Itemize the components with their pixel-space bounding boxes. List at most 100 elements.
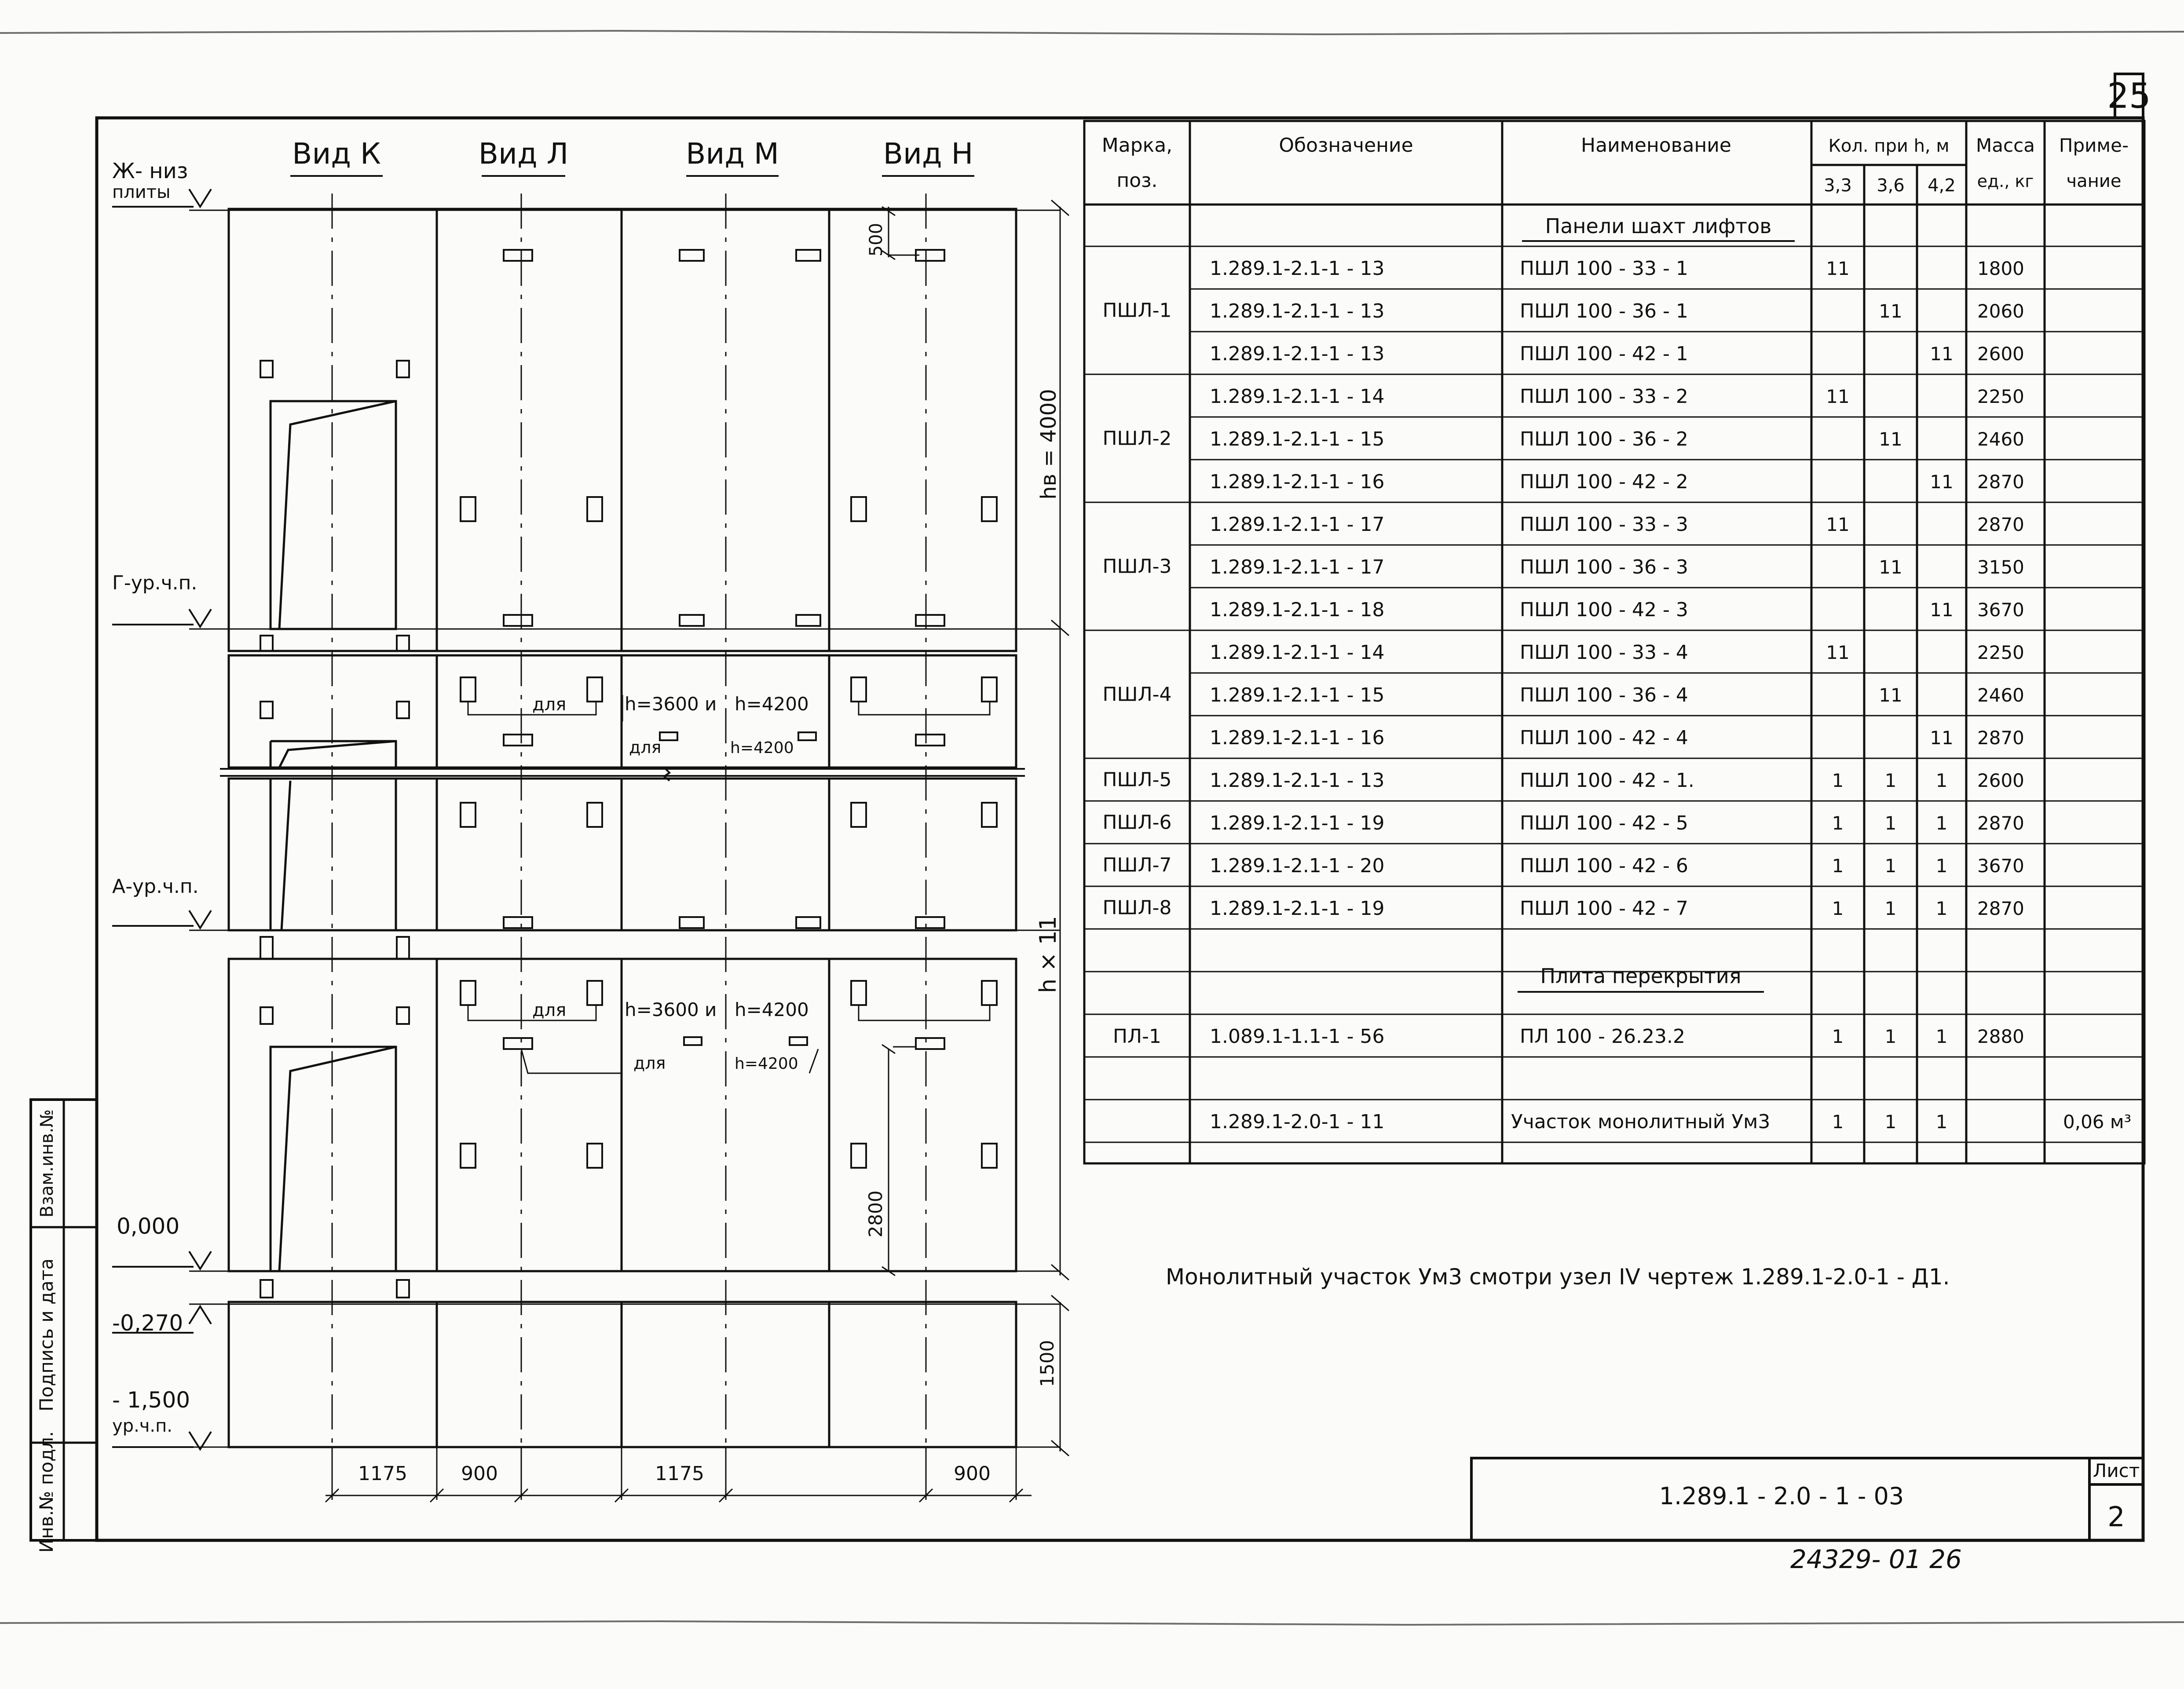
cell-name: ПШЛ 100 - 33 - 3 — [1520, 513, 1688, 536]
remark-text: Монолитный участок Ум3 смотри узел IV че… — [1166, 1264, 1950, 1290]
cell-name: ПШЛ 100 - 33 - 4 — [1520, 641, 1688, 664]
cell-mass: 2870 — [1977, 727, 2024, 749]
note-h2-2: h=4200 — [735, 999, 809, 1020]
dim-hx: h × 11 — [1035, 916, 1061, 993]
cell-designation: 1.289.1-2.1-1 - 15 — [1210, 684, 1385, 706]
cell-name: ПШЛ 100 - 42 - 1 — [1520, 343, 1688, 365]
cell-name: ПШЛ 100 - 36 - 4 — [1520, 684, 1688, 706]
cell-mass: 3150 — [1977, 556, 2024, 578]
level-slab-bottom-2: плиты — [112, 182, 171, 202]
cell-qty-42: 1 — [1936, 770, 1948, 791]
cell-name: ПШЛ 100 - 42 - 1. — [1520, 769, 1694, 792]
view-m-title: Вид М — [686, 137, 779, 171]
cell-qty-33: 1 — [1832, 812, 1844, 834]
cell-designation: 1.289.1-2.1-1 - 15 — [1210, 428, 1385, 450]
cell-mark: ПШЛ-3 — [1102, 556, 1171, 578]
cell-qty-36: 1 — [1885, 1111, 1897, 1133]
note-for-1: для — [532, 695, 566, 715]
cell-mass: 2600 — [1977, 343, 2024, 365]
cell-mark: ПЛ-1 — [1113, 1025, 1161, 1048]
cell-designation: 1.289.1-2.1-1 - 14 — [1210, 641, 1385, 664]
cell-qty-33: 11 — [1826, 514, 1849, 535]
cell-mass: 2060 — [1977, 300, 2024, 322]
cell-qty-33: 1 — [1832, 1111, 1844, 1133]
cell-qty-33: 1 — [1832, 898, 1844, 919]
cell-mark: ПШЛ-1 — [1102, 300, 1171, 322]
cell-mark: ПШЛ-5 — [1102, 769, 1171, 791]
cell-designation: 1.289.1-2.1-1 - 19 — [1210, 897, 1385, 920]
hdr-mass2: ед., кг — [1977, 172, 2034, 191]
dim-hb: hв = 4000 — [1036, 389, 1061, 500]
cell-mass: 2870 — [1977, 812, 2024, 834]
cell-qty-42: 1 — [1936, 812, 1948, 834]
cell-designation: 1.289.1-2.1-1 - 16 — [1210, 727, 1385, 749]
cell-name: ПШЛ 100 - 36 - 3 — [1520, 556, 1688, 578]
stamp-sheet-no: 2 — [2107, 1501, 2125, 1533]
note-for-4: для — [633, 1053, 666, 1073]
cell-qty-36: 1 — [1885, 898, 1897, 919]
cell-qty-36: 11 — [1879, 300, 1902, 322]
stamp-code: 1.289.1 - 2.0 - 1 - 03 — [1659, 1482, 1904, 1510]
cell-name: ПШЛ 100 - 36 - 1 — [1520, 300, 1688, 322]
hdr-q42: 4,2 — [1928, 175, 1956, 196]
level-minus1500-sub: ур.ч.п. — [112, 1416, 172, 1436]
cell-designation: 1.289.1-2.1-1 - 18 — [1210, 599, 1385, 621]
cell-qty-42: 11 — [1930, 727, 1953, 749]
cell-designation: 1.289.1-2.1-1 - 13 — [1210, 300, 1385, 322]
cell-designation: 1.289.1-2.1-1 - 17 — [1210, 513, 1385, 536]
cell-mass: 3670 — [1977, 599, 2024, 621]
hdr-qty: Кол. при h, м — [1828, 136, 1949, 156]
cell-name: Участок монолитный Ум3 — [1511, 1111, 1770, 1133]
cell-qty-42: 11 — [1930, 343, 1953, 365]
dim-2800: 2800 — [865, 1191, 886, 1238]
cell-mark: ПШЛ-6 — [1102, 812, 1171, 834]
cell-name: ПШЛ 100 - 42 - 3 — [1520, 599, 1688, 621]
cell-designation: 1.289.1-2.1-1 - 13 — [1210, 343, 1385, 365]
cell-qty-33: 1 — [1832, 770, 1844, 791]
cell-designation: 1.289.1-2.0-1 - 11 — [1210, 1111, 1385, 1133]
section-shaft-panels: Панели шахт лифтов — [1545, 214, 1772, 238]
cell-name: ПШЛ 100 - 42 - 4 — [1520, 727, 1688, 749]
cell-name: ПШЛ 100 - 33 - 2 — [1520, 385, 1688, 408]
cell-designation: 1.289.1-2.1-1 - 13 — [1210, 257, 1385, 280]
sheet-number: 25 — [2107, 77, 2151, 116]
level-slab-bottom: Ж- низ — [112, 159, 188, 183]
cell-qty-42: 1 — [1936, 1026, 1948, 1047]
view-l-title: Вид Л — [479, 137, 568, 171]
cell-name: ПШЛ 100 - 42 - 7 — [1520, 897, 1688, 920]
cell-qty-42: 11 — [1930, 599, 1953, 621]
cell-qty-42: 1 — [1936, 898, 1948, 919]
cell-name: ПШЛ 100 - 42 - 2 — [1520, 471, 1688, 493]
dim-1175-a: 1175 — [358, 1462, 407, 1485]
cell-designation: 1.289.1-2.1-1 - 16 — [1210, 471, 1385, 493]
cell-mass: 2250 — [1977, 642, 2024, 663]
note-h2b-1: h=4200 — [730, 739, 794, 757]
cell-qty-42: 1 — [1936, 1111, 1948, 1133]
cell-mass: 2460 — [1977, 428, 2024, 450]
stamp-sheet-label: Лист — [2093, 1460, 2140, 1481]
note-for-3: для — [532, 1000, 566, 1020]
cell-mass: 2870 — [1977, 514, 2024, 535]
side-stamp-inv: Инв.№ подл. — [36, 1431, 57, 1553]
view-k-title: Вид К — [292, 137, 381, 171]
cell-name: ПЛ 100 - 26.23.2 — [1520, 1025, 1685, 1048]
hdr-mark2: поз. — [1116, 169, 1157, 192]
handwritten-number: 24329- 01 26 — [1790, 1544, 1962, 1574]
cell-qty-36: 11 — [1879, 684, 1902, 706]
cell-qty-36: 11 — [1879, 556, 1902, 578]
hdr-name: Наименование — [1581, 134, 1731, 157]
cell-mass: 2250 — [1977, 386, 2024, 407]
level-minus270: -0,270 — [112, 1310, 183, 1336]
hdr-mark: Марка, — [1102, 134, 1172, 157]
note-h1-1: h=3600 и — [625, 693, 717, 715]
cell-name: ПШЛ 100 - 33 - 1 — [1520, 257, 1688, 280]
note-h2b-2: h=4200 — [735, 1055, 798, 1073]
cell-qty-33: 1 — [1832, 1026, 1844, 1047]
cell-mass: 3670 — [1977, 855, 2024, 877]
cell-qty-36: 1 — [1885, 855, 1897, 877]
cell-mark: ПШЛ-8 — [1102, 897, 1171, 919]
level-minus1500: - 1,500 — [112, 1387, 190, 1413]
cell-mass: 2880 — [1977, 1026, 2024, 1047]
cell-qty-42: 1 — [1936, 855, 1948, 877]
